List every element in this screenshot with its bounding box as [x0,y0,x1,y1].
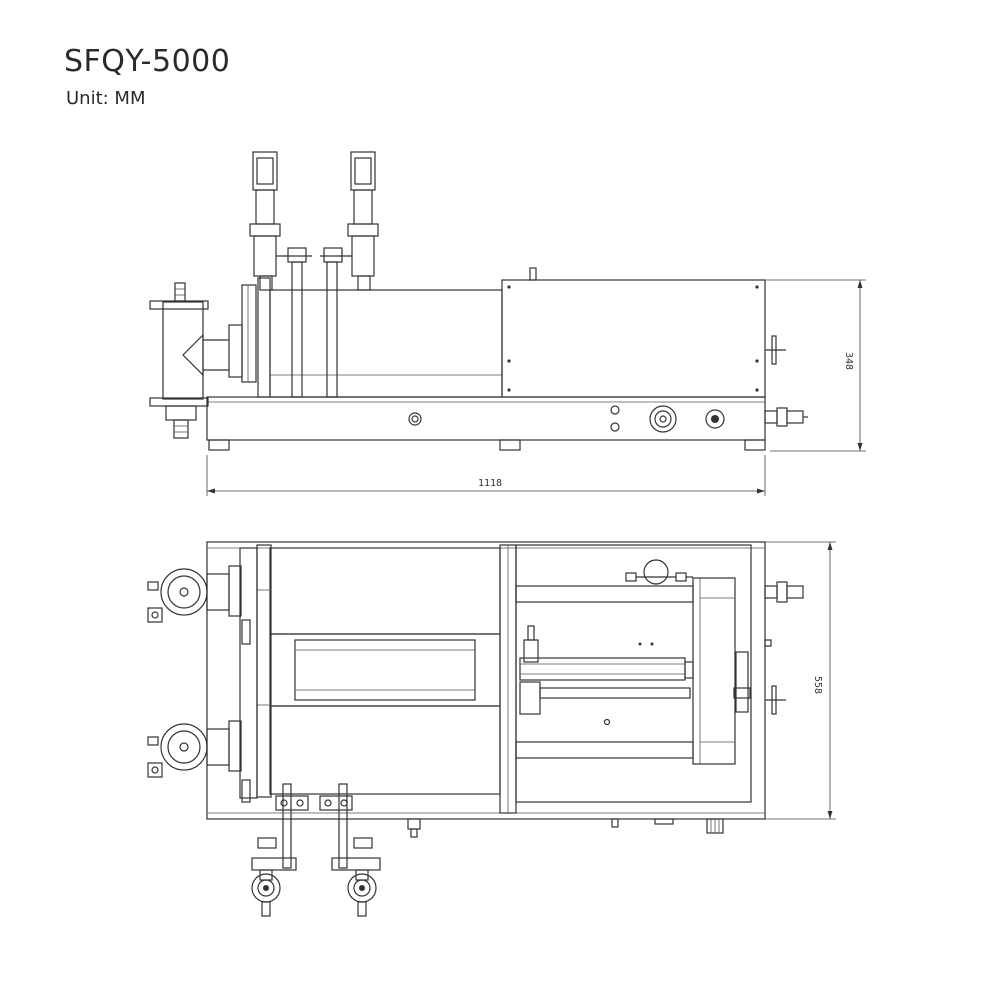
frame-outline [206,541,766,820]
discharge-valve [162,301,204,400]
indicator-icon [408,412,422,426]
regulator-knob-icon [705,409,725,429]
height-dimension: 348 [843,352,854,370]
filling-head-left [249,151,312,291]
base-frame [206,396,766,441]
width-dimension: 558 [812,676,823,694]
pressure-gauge-icon [649,405,677,433]
switch-icon [610,422,620,432]
control-box [501,279,766,398]
top-dimensions: 558 [765,541,836,820]
valve-disc-lower [147,720,242,778]
front-view [149,151,808,451]
valve-disc-upper [147,565,242,623]
foot [744,439,766,451]
nozzle-assembly-left [251,783,309,917]
foot [499,439,521,451]
length-dimension: 1118 [478,478,502,489]
filling-head-right [320,151,379,291]
top-view [147,541,804,917]
nozzle-assembly-right [319,783,381,917]
model-title: SFQY-5000 [64,44,231,79]
cylinder-barrel [269,289,503,398]
front-dimensions: 1118 348 [206,279,866,496]
unit-label: Unit: MM [66,88,146,109]
switch-icon [610,405,620,415]
foot [208,439,230,451]
